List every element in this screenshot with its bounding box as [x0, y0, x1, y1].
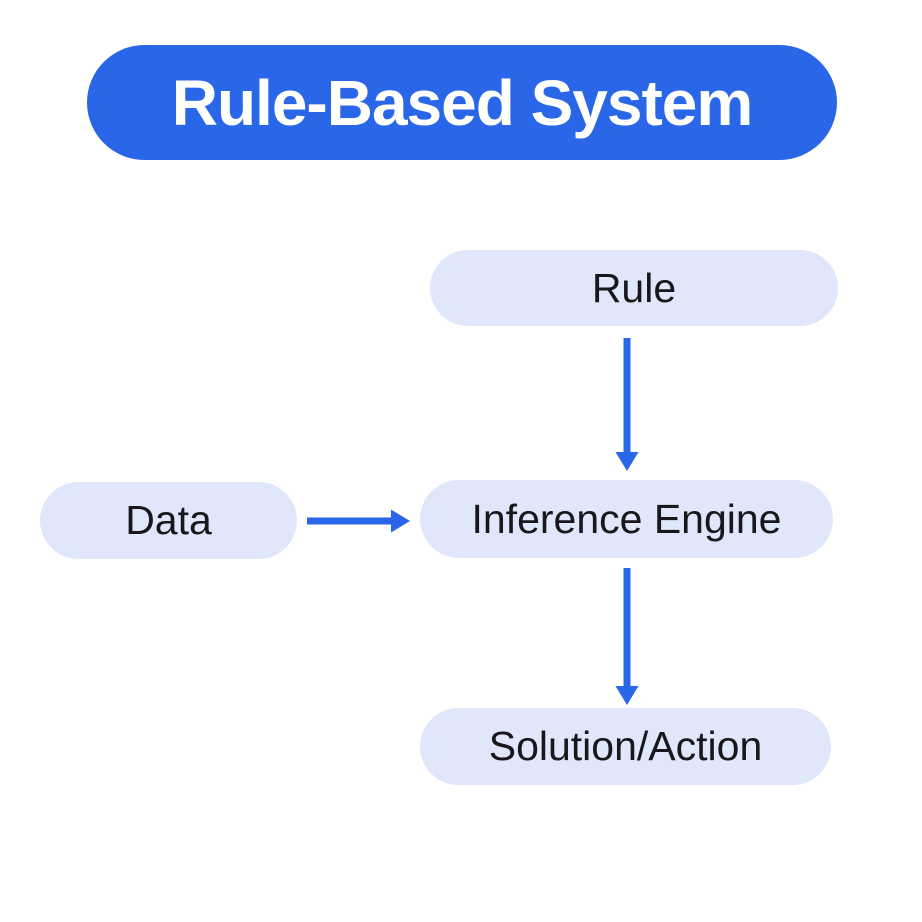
node-solution-action: Solution/Action: [420, 708, 831, 785]
node-data: Data: [40, 482, 297, 559]
arrow-rule-to-inference-engine: [615, 338, 639, 471]
arrow-head-icon: [615, 686, 639, 705]
arrow-head-icon: [615, 452, 639, 471]
node-rule: Rule: [430, 250, 838, 326]
arrow-data-to-inference-engine: [307, 509, 410, 533]
node-inference-engine: Inference Engine: [420, 480, 833, 558]
arrow-inference-engine-to-solution-action: [615, 568, 639, 705]
arrow-head-icon: [391, 509, 410, 533]
diagram-title: Rule-Based System: [87, 45, 837, 160]
